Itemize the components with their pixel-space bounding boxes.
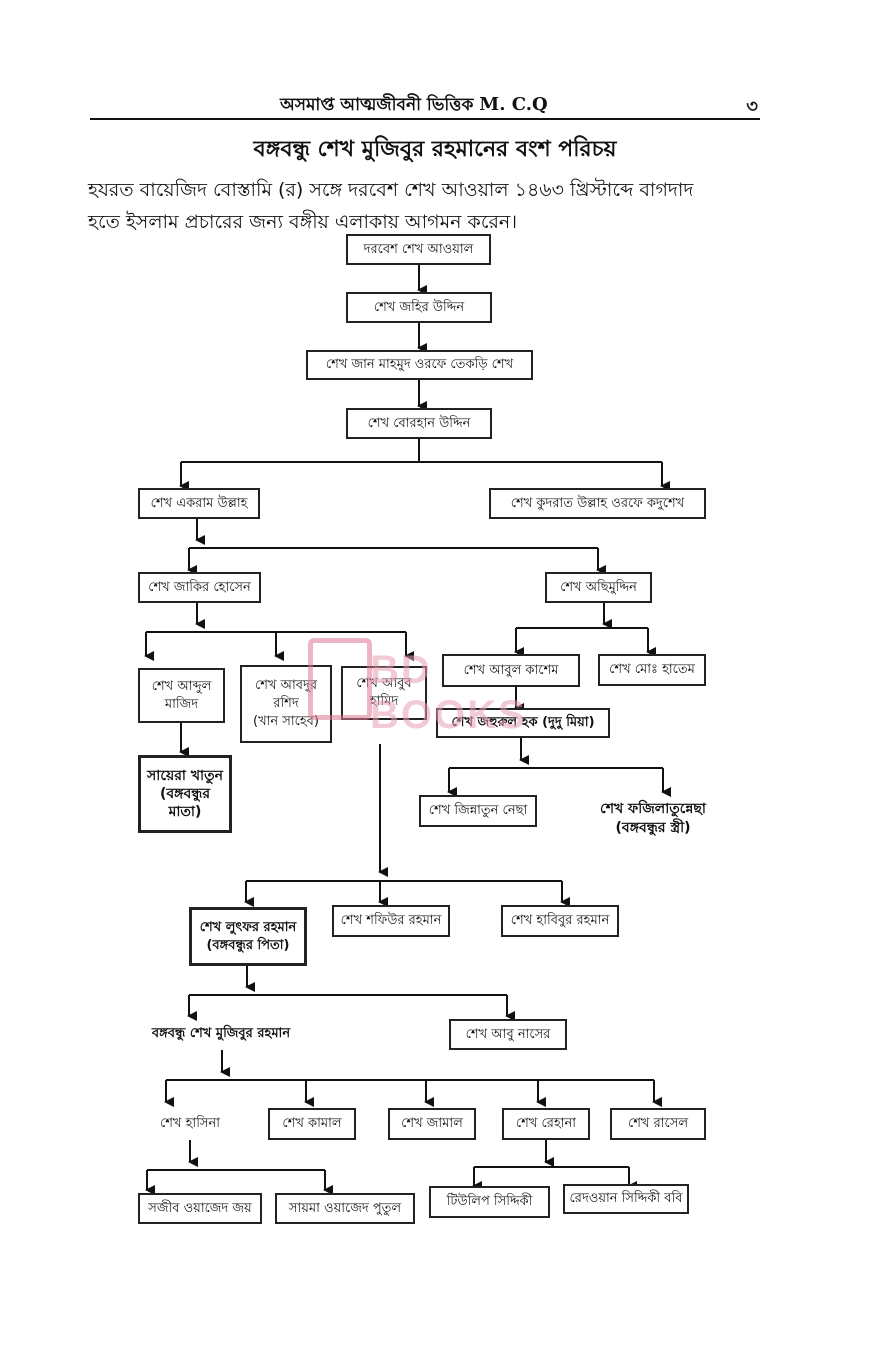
- node-sheikh-rehana: শেখ রেহানা: [502, 1108, 590, 1140]
- intro-paragraph: হযরত বায়েজিদ বোস্তামি (র) সঙ্গে দরবেশ শ…: [88, 174, 778, 238]
- node-sheikh-abdul-hamid: শেখ আবুব হামিদ: [341, 666, 427, 720]
- node-sayera-khatun: সায়েরা খাতুন (বঙ্গবন্ধুর মাতা): [138, 755, 232, 833]
- node-line: (খান সাহেব): [253, 714, 319, 729]
- node-sajeeb-wazed-joy: সজীব ওয়াজেদ জয়: [138, 1193, 262, 1224]
- intro-line-1: হযরত বায়েজিদ বোস্তামি (র) সঙ্গে দরবেশ শ…: [88, 179, 694, 201]
- node-sheikh-zahurul-haque: শেখ জহুরুল হক (দুদু মিয়া): [436, 708, 610, 738]
- header-title: অসমাপ্ত আত্মজীবনী ভিত্তিক M. C.Q: [280, 92, 548, 120]
- node-line: মাতা): [168, 804, 202, 820]
- node-sheikh-jan-mahmud: শেখ জান মাহমুদ ওরফে তেকড়ি শেখ: [306, 350, 533, 380]
- node-sheikh-abdur-rashid: শেখ আবদুর রশিদ (খান সাহেব): [240, 665, 332, 743]
- node-sheikh-hasina: শেখ হাসিনা: [159, 1116, 221, 1131]
- node-tulip-siddiq: টিউলিপ সিদ্দিকী: [429, 1186, 550, 1218]
- node-line: শেখ আবুব: [356, 676, 412, 691]
- node-sheikh-lutfor-rahman: শেখ লুৎফর রহমান (বঙ্গবন্ধুর পিতা): [189, 907, 307, 966]
- node-redwan-siddiq-bobby: রেদওয়ান সিদ্দিকী ববি: [563, 1184, 689, 1214]
- node-sheikh-habibur-rahman: শেখ হাবিবুর রহমান: [501, 905, 619, 937]
- node-line: মাজিদ: [164, 696, 199, 712]
- header-title-bn: অসমাপ্ত আত্মজীবনী ভিত্তিক: [280, 95, 474, 115]
- node-sheikh-kamal: শেখ কামাল: [268, 1108, 356, 1140]
- node-sheikh-md-hatem: শেখ মোঃ হাতেম: [598, 654, 706, 686]
- node-sheikh-zakir-hossain: শেখ জাকির হোসেন: [138, 572, 261, 603]
- node-sheikh-shafiur-rahman: শেখ শফিউর রহমান: [332, 905, 450, 937]
- node-sheikh-jamal: শেখ জামাল: [388, 1108, 476, 1140]
- node-sheikh-rasel: শেখ রাসেল: [610, 1108, 706, 1140]
- node-sheikh-borhan-uddin: শেখ বোরহান উদ্দিন: [346, 408, 492, 439]
- node-sheikh-ekram-ullah: শেখ একরাম উল্লাহ: [138, 488, 260, 519]
- node-sheikh-kudrat-ullah: শেখ কুদরাত উল্লাহ ওরফে কদুশেখ: [489, 488, 706, 519]
- node-sheikh-zahir-uddin: শেখ জহির উদ্দিন: [346, 292, 492, 323]
- node-line: (বঙ্গবন্ধুর: [159, 786, 211, 802]
- node-sheikh-abul-kashem: শেখ আবুল কাশেম: [442, 654, 580, 687]
- header-title-mcq: M. C.Q: [479, 94, 548, 115]
- node-line: শেখ আব্দুল: [151, 678, 212, 694]
- node-line: হামিদ: [369, 694, 399, 709]
- page-title: বঙ্গবন্ধু শেখ মুজিবুর রহমানের বংশ পরিচয়: [253, 137, 617, 162]
- node-dorbesh-sheikh-awal: দরবেশ শেখ আওয়াল: [346, 234, 491, 265]
- node-line: রশিদ: [273, 696, 299, 711]
- node-sheikh-abdul-majid: শেখ আব্দুল মাজিদ: [138, 668, 225, 723]
- intro-line-2: হতে ইসলাম প্রচারের জন্য বঙ্গীয় এলাকায় …: [88, 211, 518, 233]
- node-sheikh-fazilatunnesa: শেখ ফজিলাতুন্নেছা (বঙ্গবন্ধুর স্ত্রী): [583, 800, 723, 838]
- node-sheikh-abu-naser: শেখ আবু নাসের: [449, 1019, 567, 1050]
- node-line: (বঙ্গবন্ধুর পিতা): [206, 937, 290, 953]
- node-line: শেখ ফজিলাতুন্নেছা: [600, 801, 706, 817]
- node-bangabandhu-mujibur-rahman: বঙ্গবন্ধু শেখ মুজিবুর রহমান: [151, 1026, 291, 1041]
- node-sheikh-asimuddin: শেখ অছিমুদ্দিন: [545, 572, 652, 603]
- node-line: শেখ লুৎফর রহমান: [199, 919, 297, 935]
- page-header: অসমাপ্ত আত্মজীবনী ভিত্তিক M. C.Q ৩: [90, 92, 760, 120]
- node-saima-wazed-putul: সায়মা ওয়াজেদ পুতুল: [275, 1193, 415, 1224]
- node-sheikh-jinnatun-nesa: শেখ জিন্নাতুন নেছা: [419, 795, 537, 827]
- node-line: শেখ আবদুর: [254, 678, 317, 693]
- page-number: ৩: [746, 96, 758, 117]
- node-line: সায়েরা খাতুন: [147, 768, 223, 784]
- node-line: (বঙ্গবন্ধুর স্ত্রী): [615, 820, 691, 836]
